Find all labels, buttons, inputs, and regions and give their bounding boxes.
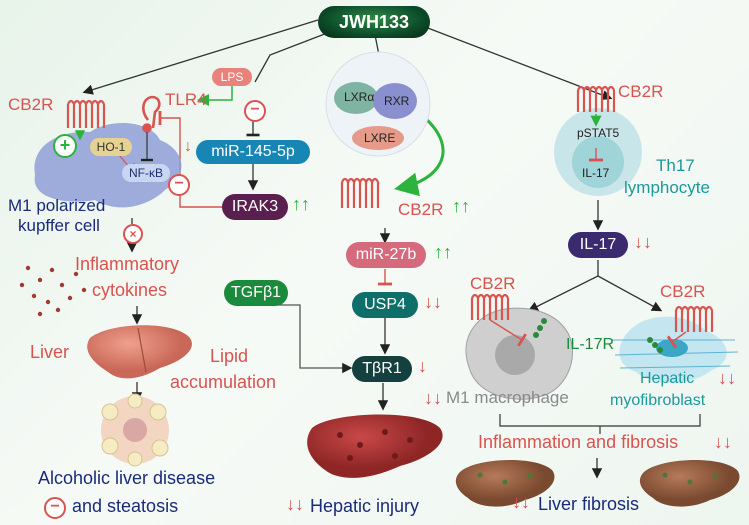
cb2r-label-myofibroblast: CB2R: [660, 282, 706, 301]
line-to-inhibit: [254, 29, 336, 83]
lxre-label: LXRE: [364, 131, 396, 145]
liver-fibrosis-label: Liver fibrosis: [538, 494, 640, 514]
myofibroblast-label-line2: myofibroblast: [610, 392, 706, 409]
arrow-lps-tlr4: [197, 85, 233, 106]
liver-shape: [87, 325, 192, 379]
cb2r-receptor-middle: [340, 177, 380, 208]
steatosis-cluster: [101, 393, 169, 467]
down-arrows-il17: ↓↓: [634, 232, 652, 252]
arrow-to-th17: [419, 24, 613, 101]
arrow-il17-myofibroblast: [597, 275, 663, 312]
cb2r-label-middle: CB2R: [398, 200, 444, 219]
usp4-node: USP4: [352, 292, 418, 318]
m1-macrophage-label: M1 macrophage: [446, 388, 569, 407]
up-arrows-irak3: ↑↑: [292, 194, 310, 214]
liver-label: Liver: [30, 342, 70, 362]
myofibroblast-label-line1: Hepatic: [640, 370, 695, 387]
irak3-node: IRAK3: [222, 194, 288, 220]
up-arrows-cb2r: ↑↑: [452, 196, 470, 216]
down-arrow-tlr4: ↓: [184, 138, 192, 155]
arrow-il17-macrophage: [527, 260, 599, 312]
tbr1-node: TβR1: [352, 356, 412, 382]
disease-label-line2: and steatosis: [72, 496, 179, 516]
cb2r-label-left: CB2R: [8, 95, 54, 114]
il17r-receptor-right: [647, 337, 663, 353]
kupffer-label-line1: M1 polarized: [8, 196, 106, 215]
cytokines-label-line2: cytokines: [92, 280, 168, 300]
minus-icon-disease: −: [44, 497, 66, 519]
mir27b-node: miR-27b: [346, 242, 426, 268]
il17-node: IL-17: [568, 232, 628, 258]
il17-inner-label: IL-17: [582, 166, 610, 180]
th17-label-line2: lymphocyte: [624, 178, 710, 197]
bracket-inflammation: [499, 414, 701, 427]
pstat5-label: pSTAT5: [577, 126, 620, 140]
kupffer-label-line2: kupffer cell: [18, 216, 100, 235]
hepatic-injury-label: Hepatic injury: [310, 496, 420, 516]
lxra-label: LXRα: [344, 90, 375, 104]
disease-label-line1: Alcoholic liver disease: [38, 468, 216, 488]
arrow-tgfb1-tbr1: [278, 304, 353, 374]
cb2r-receptor-top-right: [576, 85, 616, 112]
down-arrows-m1: ↓↓: [424, 388, 442, 408]
cb2r-label-macrophage: CB2R: [470, 274, 516, 293]
block-x-icon: ×: [123, 224, 143, 244]
tlr4-receptor: [142, 95, 161, 133]
il17r-label: IL-17R: [566, 336, 615, 353]
down-arrows-usp4: ↓↓: [424, 292, 442, 312]
ho1-node: HO-1: [90, 138, 132, 156]
minus-icon-irak3: −: [168, 174, 190, 196]
arrow-to-kupffer: [82, 19, 319, 95]
tlr4-label: TLR4: [165, 90, 207, 109]
down-arrows-fibrosis: ↓↓: [512, 492, 530, 512]
plus-icon: +: [53, 134, 77, 158]
up-arrows-mir27b: ↑↑: [434, 242, 452, 262]
cb2r-receptor-left: [66, 99, 106, 128]
lps-node: LPS: [212, 68, 252, 86]
tgfb1-node: TGFβ1: [224, 280, 288, 306]
lxra-protein: [334, 82, 378, 114]
inflammation-label: Inflammation and fibrosis: [478, 432, 679, 452]
liver-lobe-line: [137, 327, 147, 373]
inhibit-cb2r-myofibroblast: [666, 331, 687, 349]
minus-icon-mir145: −: [244, 100, 266, 122]
mir145-node: miR-145-5p: [196, 140, 310, 164]
rxr-label: RXR: [384, 94, 410, 108]
lipid-label-line1: Lipid: [210, 346, 249, 366]
injury-spots: [337, 429, 413, 461]
down-arrows-inflammation: ↓↓: [714, 432, 732, 452]
down-arrows-injury: ↓↓: [286, 494, 304, 514]
th17-nucleus: [572, 136, 624, 188]
rxr-protein: [373, 83, 417, 119]
macrophage-nucleus: [495, 335, 535, 375]
down-arrow-tbr1: ↓: [418, 356, 427, 376]
cytokine-dots: [19, 265, 87, 317]
lipid-label-line2: accumulation: [170, 372, 277, 392]
th17-label-line1: Th17: [656, 156, 695, 175]
cb2r-receptor-myofibroblast: [674, 305, 714, 332]
lxre-protein: [352, 126, 404, 150]
arrow-lxr-cb2r: [394, 116, 445, 197]
cytokines-label-line1: Inflammatory: [75, 254, 180, 274]
nfkb-node: NF-κB: [122, 164, 170, 182]
fibrosis-nodules: [477, 472, 718, 485]
inhibit-cb2r-macrophage: [489, 319, 527, 347]
jwh133-node: JWH133: [318, 6, 430, 38]
il17r-receptor-left: [533, 318, 547, 338]
cb2r-receptor-macrophage: [470, 293, 510, 320]
down-arrows-myofibroblast: ↓↓: [718, 368, 736, 388]
cb2r-label-top-right: CB2R: [618, 82, 664, 101]
injured-liver-shape: [307, 414, 443, 478]
